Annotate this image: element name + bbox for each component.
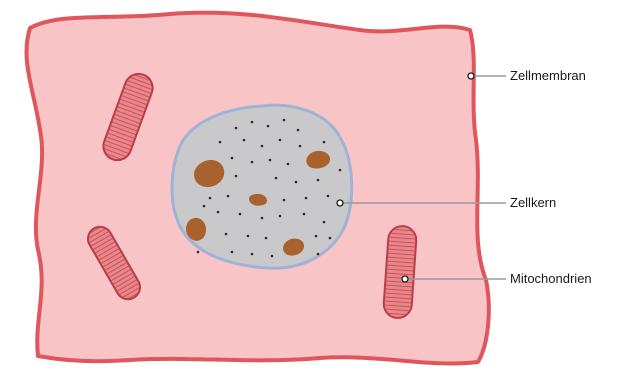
anchor-nucleus: [337, 200, 343, 206]
mitochondrion-right: [383, 225, 417, 319]
anchor-membrane: [468, 73, 474, 79]
label-mitochondria: Mitochondrien: [510, 271, 592, 286]
anchor-mitochondria: [402, 276, 408, 282]
label-cell-membrane: Zellmembran: [510, 68, 586, 83]
nucleus: [172, 105, 352, 268]
label-nucleus: Zellkern: [510, 195, 556, 210]
nucleus-body: [172, 105, 352, 268]
